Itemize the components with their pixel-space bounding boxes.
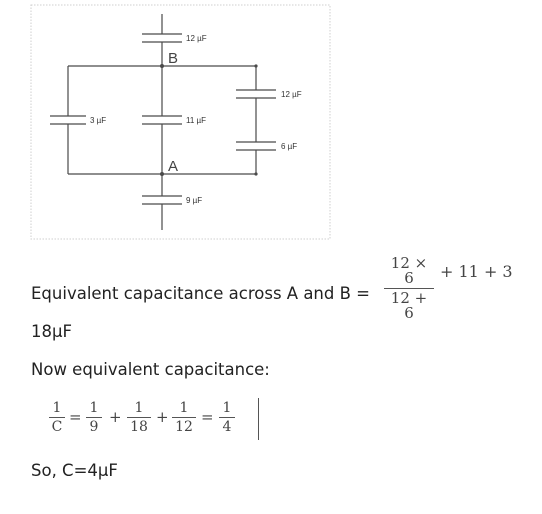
eq2-op-1: = <box>69 408 82 426</box>
eq1-tail: + 11 + 3 <box>440 262 513 281</box>
result-18uf: 18µF <box>31 322 72 341</box>
eq2-term-2-den: 9 <box>89 419 99 435</box>
eq2-term-4-num: 1 <box>179 400 189 416</box>
eq2-term-1-den: C <box>51 419 63 435</box>
eq2-term-5: 1 4 <box>219 401 235 434</box>
eq1-denominator: 12 + 6 <box>390 289 428 322</box>
eq2-term-2-num: 1 <box>89 400 99 416</box>
cap-label-12-right: 12 µF <box>281 90 302 99</box>
eq1-numerator: 12 × 6 <box>390 254 428 287</box>
eq2-term-5-num: 1 <box>222 400 232 416</box>
eq2-op-2: + <box>109 408 122 426</box>
eq2-term-1-bar <box>49 417 65 418</box>
equiv-label: Equivalent capacitance across A and B = <box>31 284 370 303</box>
text-cursor <box>258 398 259 440</box>
cap-label-12-top: 12 µF <box>186 34 207 43</box>
eq2-term-1: 1 C <box>49 401 65 434</box>
junction-right-top <box>254 64 258 68</box>
now-equivalent-line: Now equivalent capacitance: <box>31 360 270 379</box>
junction-b <box>160 64 164 68</box>
eq2-term-4-bar <box>172 417 196 418</box>
diagram-frame <box>30 4 331 240</box>
eq1-fraction-bar <box>384 288 434 289</box>
eq2-term-4: 1 12 <box>172 401 196 434</box>
eq2-term-2: 1 9 <box>86 401 102 434</box>
eq1-fraction: 12 × 6 12 + 6 <box>384 256 434 321</box>
node-label-a: A <box>168 158 178 175</box>
eq2-term-3-bar <box>127 417 151 418</box>
cap-label-3: 3 µF <box>90 116 106 125</box>
circuit-diagram: 12 µF 3 µF 11 µF 12 µF 6 µF 9 µF B A <box>30 4 331 240</box>
eq2-term-5-den: 4 <box>222 419 232 435</box>
node-label-b: B <box>168 50 178 67</box>
eq2-term-5-bar <box>219 417 235 418</box>
cap-label-11: 11 µF <box>186 116 206 125</box>
conclusion: So, C=4µF <box>31 461 118 480</box>
eq2-term-1-num: 1 <box>52 400 62 416</box>
eq2-op-3: + <box>156 408 169 426</box>
eq2-term-2-bar <box>86 417 102 418</box>
eq2-term-4-den: 12 <box>175 419 193 435</box>
junction-right-bottom <box>254 172 258 176</box>
cap-label-9: 9 µF <box>186 196 202 205</box>
eq2-op-4: = <box>201 408 214 426</box>
cap-label-6: 6 µF <box>281 142 297 151</box>
junction-a <box>160 172 164 176</box>
eq2-term-3-num: 1 <box>134 400 144 416</box>
eq2-term-3: 1 18 <box>127 401 151 434</box>
eq2-term-3-den: 18 <box>130 419 148 435</box>
